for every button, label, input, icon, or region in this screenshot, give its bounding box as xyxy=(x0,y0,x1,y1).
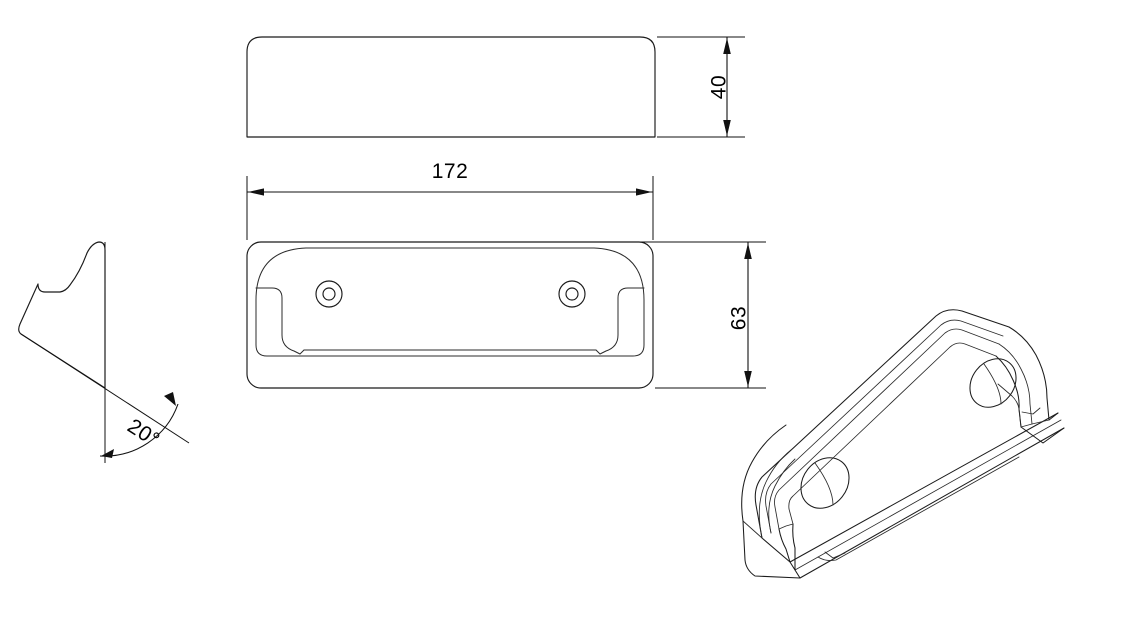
iso-left-lip-inner xyxy=(758,449,792,539)
iso-top-rim-outer xyxy=(754,309,1010,539)
iso-right-end-lower xyxy=(1020,426,1065,444)
iso-pocket-upper-edge xyxy=(788,342,997,525)
side-section-profile-view xyxy=(18,241,106,389)
arrow-down-40 xyxy=(723,120,731,136)
dimension-length-172: 172 xyxy=(246,160,654,240)
top-view-inner-pocket xyxy=(255,247,645,357)
hole-right-inner-circle xyxy=(565,287,579,301)
arrow-up-40 xyxy=(723,38,731,54)
dimension-height-40: 40 xyxy=(657,36,745,138)
isometric-3d-view xyxy=(741,309,1065,579)
iso-left-end-face-edge xyxy=(742,520,763,539)
arrow-up-63 xyxy=(744,243,752,259)
hole-left-outer-circle xyxy=(315,280,343,308)
iso-left-lip-fin-face xyxy=(792,523,796,571)
iso-left-lip-outer xyxy=(741,424,787,522)
countersunk-hole-right xyxy=(558,280,586,308)
iso-hole-near-outer xyxy=(800,457,850,509)
iso-countersunk-hole-near xyxy=(800,457,850,509)
iso-hole-near-bore xyxy=(814,462,834,506)
top-view-left-rib xyxy=(255,287,331,355)
iso-left-lip-fin-notch xyxy=(778,523,794,530)
hole-left-inner-circle xyxy=(322,287,336,301)
iso-right-end-cap xyxy=(1048,412,1059,421)
dimension-depth-63: 63 xyxy=(640,241,766,389)
arrow-right-172 xyxy=(636,188,652,196)
iso-front-face-highlight xyxy=(794,419,1062,571)
iso-top-rim-inner-2 xyxy=(774,328,1000,530)
top-view-right-rib xyxy=(569,287,645,355)
angle-arrow-lower xyxy=(101,449,114,458)
iso-left-notch-step xyxy=(824,551,846,559)
dim-label-depth: 63 xyxy=(728,306,751,330)
iso-left-lip-inner-2 xyxy=(768,458,796,534)
angle-arrow-upper xyxy=(164,392,176,406)
dim-label-height: 40 xyxy=(708,75,731,99)
iso-left-lip-fin-front xyxy=(778,528,791,563)
iso-front-face-top-edge xyxy=(789,412,1059,563)
arrow-left-172 xyxy=(248,188,264,196)
iso-hole-far-outer xyxy=(969,358,1017,408)
iso-top-rim-inner xyxy=(765,319,1004,534)
angle-inclined-reference-line xyxy=(20,333,190,444)
iso-right-lip-inner xyxy=(998,343,1033,425)
front-view-outline xyxy=(246,36,656,138)
iso-right-notch-step xyxy=(1021,407,1041,415)
countersunk-hole-left xyxy=(315,280,343,308)
top-plan-view xyxy=(246,241,654,389)
iso-far-inner-wall xyxy=(997,383,1022,428)
dim-label-length: 172 xyxy=(432,160,469,183)
iso-countersunk-hole-far xyxy=(969,358,1017,408)
iso-pocket-lower-edge xyxy=(817,456,1020,561)
arrow-down-63 xyxy=(744,371,752,387)
iso-left-end-face xyxy=(742,520,801,579)
top-view-outer-outline xyxy=(246,241,654,389)
side-profile-outline xyxy=(18,241,106,389)
iso-right-lip-outer xyxy=(1008,326,1050,421)
iso-right-lip-fin-front xyxy=(995,355,1022,428)
iso-right-end-cap-3 xyxy=(1020,423,1033,428)
iso-right-end-cap-2 xyxy=(1031,419,1050,425)
front-elevation-view xyxy=(246,36,656,138)
hole-right-outer-circle xyxy=(558,280,586,308)
iso-hole-far-bore xyxy=(983,363,1002,405)
